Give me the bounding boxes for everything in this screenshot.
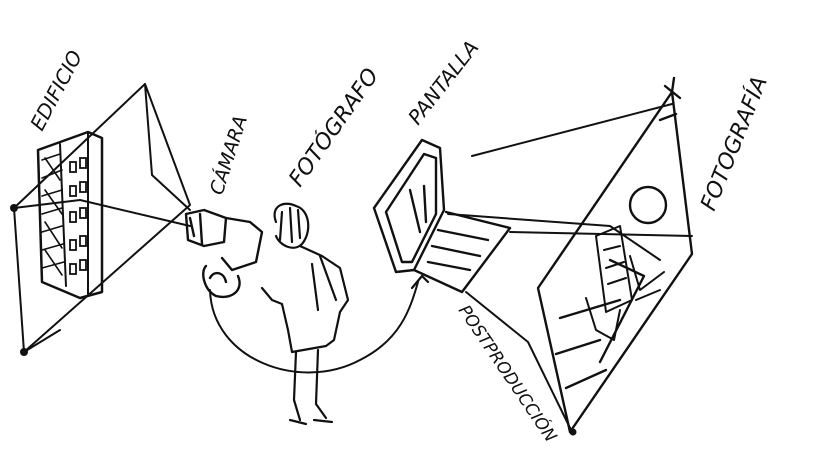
building-icon — [36, 130, 104, 300]
cable-plug — [410, 274, 430, 290]
label-photo: FOTOGRAFÍA — [695, 73, 772, 215]
vanishing-dot-bottom — [20, 348, 28, 356]
photo-projection-lines — [447, 103, 693, 433]
camera-icon — [184, 208, 264, 299]
photographer-figure — [260, 202, 350, 426]
label-camera: CÁMARA — [205, 113, 252, 198]
photo-corner-dot — [569, 428, 577, 436]
sun-icon — [628, 185, 668, 225]
photo-building-icon — [585, 225, 665, 341]
laptop-icon — [372, 138, 512, 294]
vanishing-dot-left — [10, 204, 18, 212]
label-building: EDIFICIO — [25, 46, 87, 134]
label-photographer: FOTÓGRAFO — [284, 63, 385, 191]
camera-cable — [209, 281, 419, 374]
label-screen: PANTALLA — [403, 36, 483, 129]
photograph-frame — [536, 76, 694, 434]
building-projection-lines — [13, 83, 191, 353]
